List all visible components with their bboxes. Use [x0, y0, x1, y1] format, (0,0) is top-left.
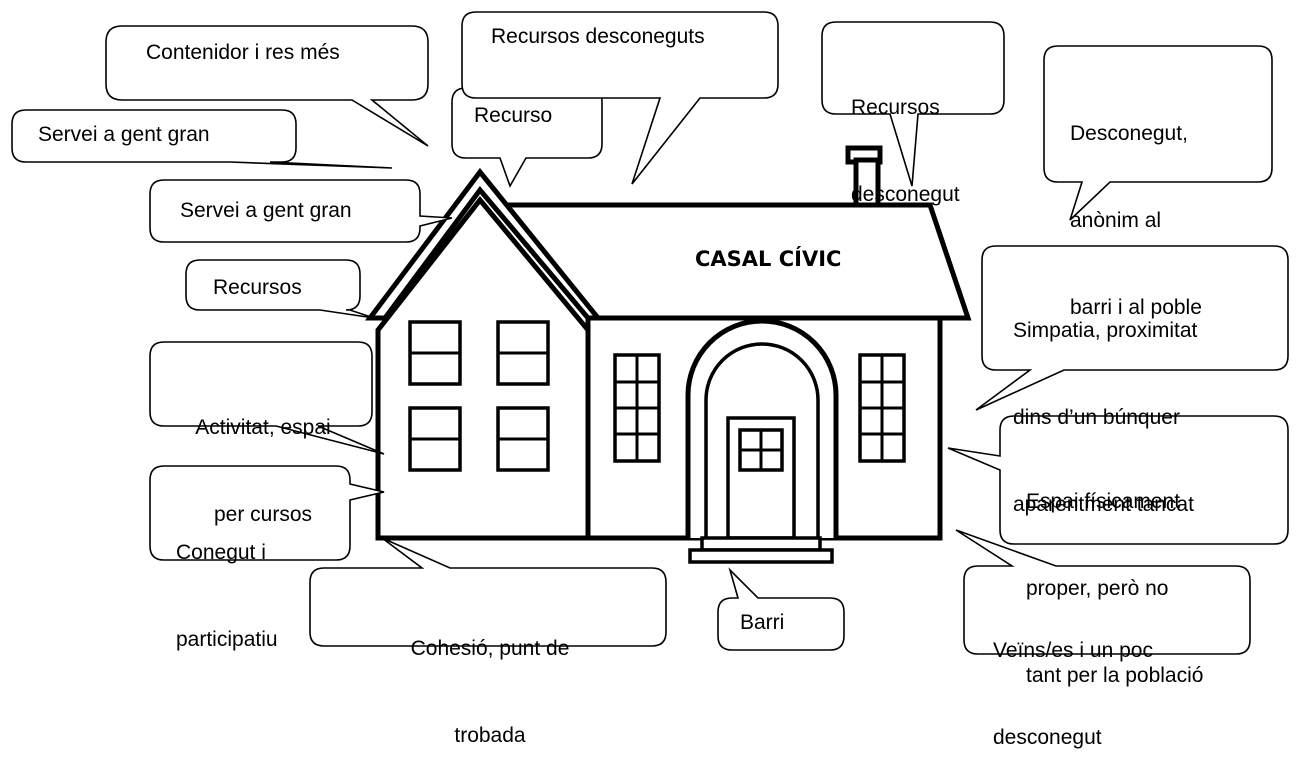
callout-bubble: [461, 11, 779, 185]
label-recursos: Recursos: [213, 276, 302, 299]
diagram: CASAL CÍVIC Contenidor i res més Servei …: [11, 11, 1289, 749]
label-recurso: Recurso: [474, 104, 553, 127]
label-recursos-desconeguts: Recursos desconeguts: [491, 25, 705, 48]
callout-bubble: [955, 529, 1251, 655]
callout-bubble: [1043, 45, 1273, 221]
callout-bubble: [717, 567, 845, 651]
callout-bubble: [309, 537, 667, 647]
label-activitat: Activitat, espai per cursos: [195, 416, 331, 526]
callout-bubble: [105, 25, 429, 147]
callout-bubble: [821, 21, 1005, 187]
building-title: CASAL CÍVIC: [695, 247, 842, 271]
callout-bubble: [149, 465, 385, 561]
front-door: [685, 318, 839, 564]
house-illustration: [364, 145, 972, 564]
label-cohesio: Cohesió, punt de trobada: [410, 637, 570, 747]
label-veins: Veïns/es i un poc desconegut: [993, 639, 1153, 749]
callout-bubble: [11, 109, 393, 169]
callout-bubble: [185, 259, 375, 319]
label-servei-gent-gran-2: Servei a gent gran: [180, 199, 352, 222]
label-recursos-desconegut: Recursos desconegut: [851, 96, 960, 206]
callout-bubble: [149, 341, 385, 455]
callout-bubble: [975, 245, 1289, 411]
label-simpatia: Simpatia, proximitat dins d’un búnquer a…: [1013, 319, 1198, 516]
callout-bubble: [947, 415, 1289, 545]
diagram-canvas: [11, 11, 1289, 655]
left-windows: [408, 320, 550, 472]
label-conegut: Conegut i participatiu: [176, 541, 278, 651]
callout-bubble: [149, 179, 453, 243]
right-windows: [613, 353, 906, 463]
label-contenidor: Contenidor i res més: [146, 41, 340, 64]
label-servei-gent-gran: Servei a gent gran: [38, 123, 210, 146]
label-barri: Barri: [740, 611, 785, 634]
label-desconegut-anonim: Desconegut, anònim al barri i al poble: [1070, 122, 1202, 319]
